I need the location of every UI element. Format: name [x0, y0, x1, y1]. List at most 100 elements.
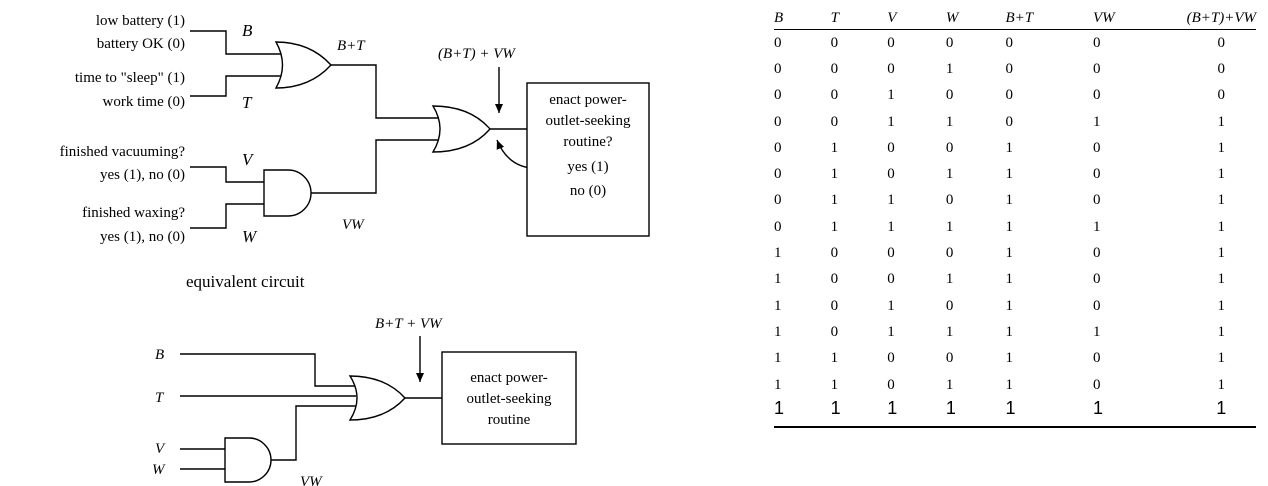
- box-line-1: enact power-: [549, 92, 627, 108]
- header-v: V: [887, 8, 946, 30]
- cell-v: 0: [887, 271, 895, 288]
- cell-t: 0: [830, 34, 839, 51]
- eq-var-w: W: [152, 462, 166, 478]
- cell-w: 1: [945, 398, 1006, 429]
- header-vw: VW: [1093, 8, 1171, 30]
- cell-b: 0: [774, 34, 782, 51]
- eq-var-t: T: [155, 390, 165, 406]
- cell-v: 1: [887, 113, 895, 130]
- truth-table-header-row: B T V W B+T VW (B+T)+VW: [774, 8, 1256, 30]
- cell-b-plus-t: 1: [1005, 398, 1093, 429]
- cell-v: 1: [887, 218, 895, 235]
- cell-b-plus-t: 0: [1005, 60, 1013, 77]
- box-line-2: outlet-seeking: [546, 113, 631, 129]
- input-b-label-low: battery OK (0): [97, 36, 185, 52]
- cell-b: 1: [774, 398, 831, 429]
- cell-b: 0: [774, 60, 782, 77]
- cell-t: 0: [830, 87, 839, 104]
- cell-w: 0: [945, 34, 954, 51]
- cell-w: 1: [945, 323, 954, 340]
- cell-t: 0: [830, 113, 839, 130]
- cell-b-plus-t: 1: [1005, 218, 1013, 235]
- cell-w: 1: [945, 271, 954, 288]
- cell-vw: 0: [1093, 192, 1101, 209]
- box-line-3: routine?: [563, 134, 612, 150]
- cell-b-plus-t: 1: [1005, 139, 1013, 156]
- cell-w: 1: [945, 166, 954, 183]
- cell-v: 0: [887, 166, 895, 183]
- cell-t: 1: [830, 139, 839, 156]
- cell-vw: 0: [1093, 297, 1101, 314]
- or-gate-final: [431, 105, 491, 153]
- header-b: B: [774, 8, 831, 30]
- cell-t: 1: [830, 218, 839, 235]
- eq-var-v: V: [155, 441, 166, 457]
- cell-v: 0: [887, 376, 895, 393]
- cell-v: 1: [887, 297, 895, 314]
- cell-t: 0: [830, 271, 839, 288]
- cell-v: 0: [887, 139, 895, 156]
- cell-w: 0: [945, 139, 954, 156]
- cell-b: 1: [774, 297, 782, 314]
- eq-or-gate: [348, 375, 406, 421]
- input-v-label-low: yes (1), no (0): [100, 167, 185, 183]
- or-output-label: B+T: [337, 38, 366, 54]
- cell-output: 1: [1217, 113, 1226, 130]
- and-gate-vw: [263, 169, 312, 217]
- cell-vw: 0: [1093, 87, 1101, 104]
- cell-output: 1: [1217, 166, 1226, 183]
- cell-output: 1: [1217, 192, 1226, 209]
- cell-v: 1: [887, 323, 895, 340]
- cell-t: 1: [830, 192, 839, 209]
- cell-b: 1: [774, 323, 782, 340]
- cell-w: 1: [945, 60, 954, 77]
- cell-vw: 0: [1093, 271, 1101, 288]
- cell-b-plus-t: 1: [1005, 192, 1013, 209]
- eq-final-expression-label: B+T + VW: [375, 316, 443, 332]
- box-line-5: no (0): [570, 183, 606, 199]
- cell-b: 1: [774, 245, 782, 262]
- cell-w: 0: [945, 245, 954, 262]
- cell-vw: 1: [1093, 398, 1171, 429]
- wire-t: [190, 75, 282, 97]
- cell-vw: 0: [1093, 245, 1101, 262]
- var-w: W: [242, 227, 258, 246]
- eq-box-line-2: outlet-seeking: [467, 391, 552, 407]
- input-b-label-high: low battery (1): [96, 13, 185, 29]
- cell-b: 0: [774, 87, 782, 104]
- cell-b-plus-t: 0: [1005, 34, 1013, 51]
- cell-b-plus-t: 0: [1005, 87, 1013, 104]
- cell-vw: 0: [1093, 376, 1101, 393]
- cell-w: 0: [945, 87, 954, 104]
- header-t: T: [830, 8, 888, 30]
- cell-vw: 0: [1093, 166, 1101, 183]
- box-line-4: yes (1): [567, 159, 608, 175]
- cell-t: 1: [830, 350, 839, 367]
- header-w: W: [945, 8, 1006, 30]
- cell-b-plus-t: 1: [1005, 245, 1013, 262]
- cell-vw: 0: [1093, 350, 1101, 367]
- cell-output: 0: [1217, 60, 1226, 77]
- cell-w: 0: [945, 192, 954, 209]
- cell-vw: 0: [1093, 34, 1101, 51]
- cell-vw: 0: [1093, 60, 1101, 77]
- cell-b-plus-t: 1: [1005, 376, 1013, 393]
- cell-t: 0: [830, 245, 839, 262]
- cell-output: 1: [1217, 245, 1226, 262]
- cell-vw: 1: [1093, 323, 1101, 340]
- cell-t: 0: [830, 60, 839, 77]
- cell-t: 0: [830, 297, 839, 314]
- cell-w: 1: [945, 113, 954, 130]
- cell-v: 0: [887, 350, 895, 367]
- header-output: (B+T)+VW: [1170, 8, 1256, 30]
